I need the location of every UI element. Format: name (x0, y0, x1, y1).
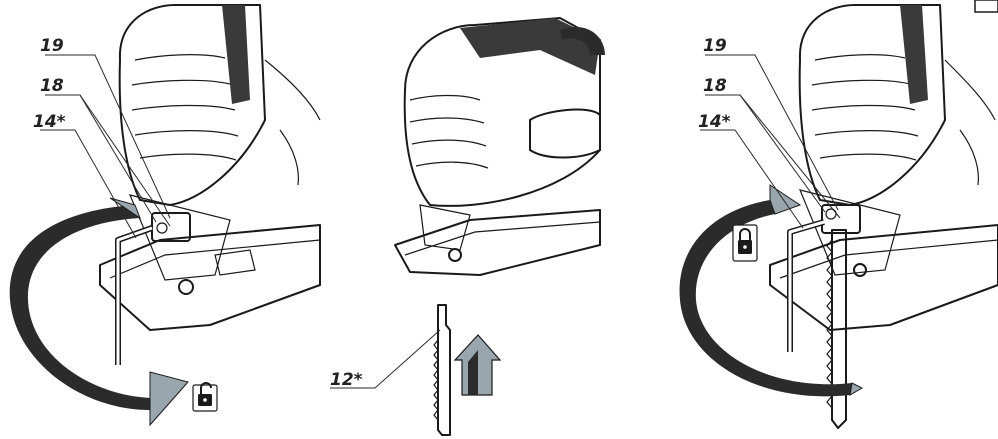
left-blade-clamp (128, 194, 231, 281)
middle-saw-blade (433, 304, 451, 436)
left-label-18: 18 (40, 76, 64, 96)
unlock-icon (192, 382, 218, 412)
right-panel: 19 18 14* (679, 0, 998, 429)
lock-icon (732, 224, 758, 262)
up-arrow (453, 334, 502, 396)
middle-panel: 12* (330, 17, 605, 436)
right-blade-clamp (798, 189, 901, 276)
left-rotation-arrow (9, 197, 189, 427)
left-tool-housing (118, 4, 321, 206)
right-base-plate (769, 224, 998, 331)
middle-tool-housing (403, 17, 605, 207)
right-leader-lines (700, 54, 841, 229)
right-hex-key (787, 219, 825, 352)
right-rotation-arrow (679, 184, 864, 397)
left-base-plate (99, 224, 321, 331)
left-label-14: 14* (33, 112, 66, 132)
left-panel: 19 18 14* (9, 4, 321, 427)
right-label-14: 14* (698, 112, 731, 132)
right-label-18: 18 (703, 76, 727, 96)
middle-label-12: 12* (330, 370, 363, 390)
left-hex-key (115, 225, 153, 365)
middle-base-plate (394, 204, 601, 276)
right-tool-housing (798, 0, 998, 206)
right-label-19: 19 (703, 36, 727, 56)
middle-leader-lines (330, 329, 441, 389)
left-leader-lines (40, 54, 171, 239)
left-label-19: 19 (40, 36, 64, 56)
